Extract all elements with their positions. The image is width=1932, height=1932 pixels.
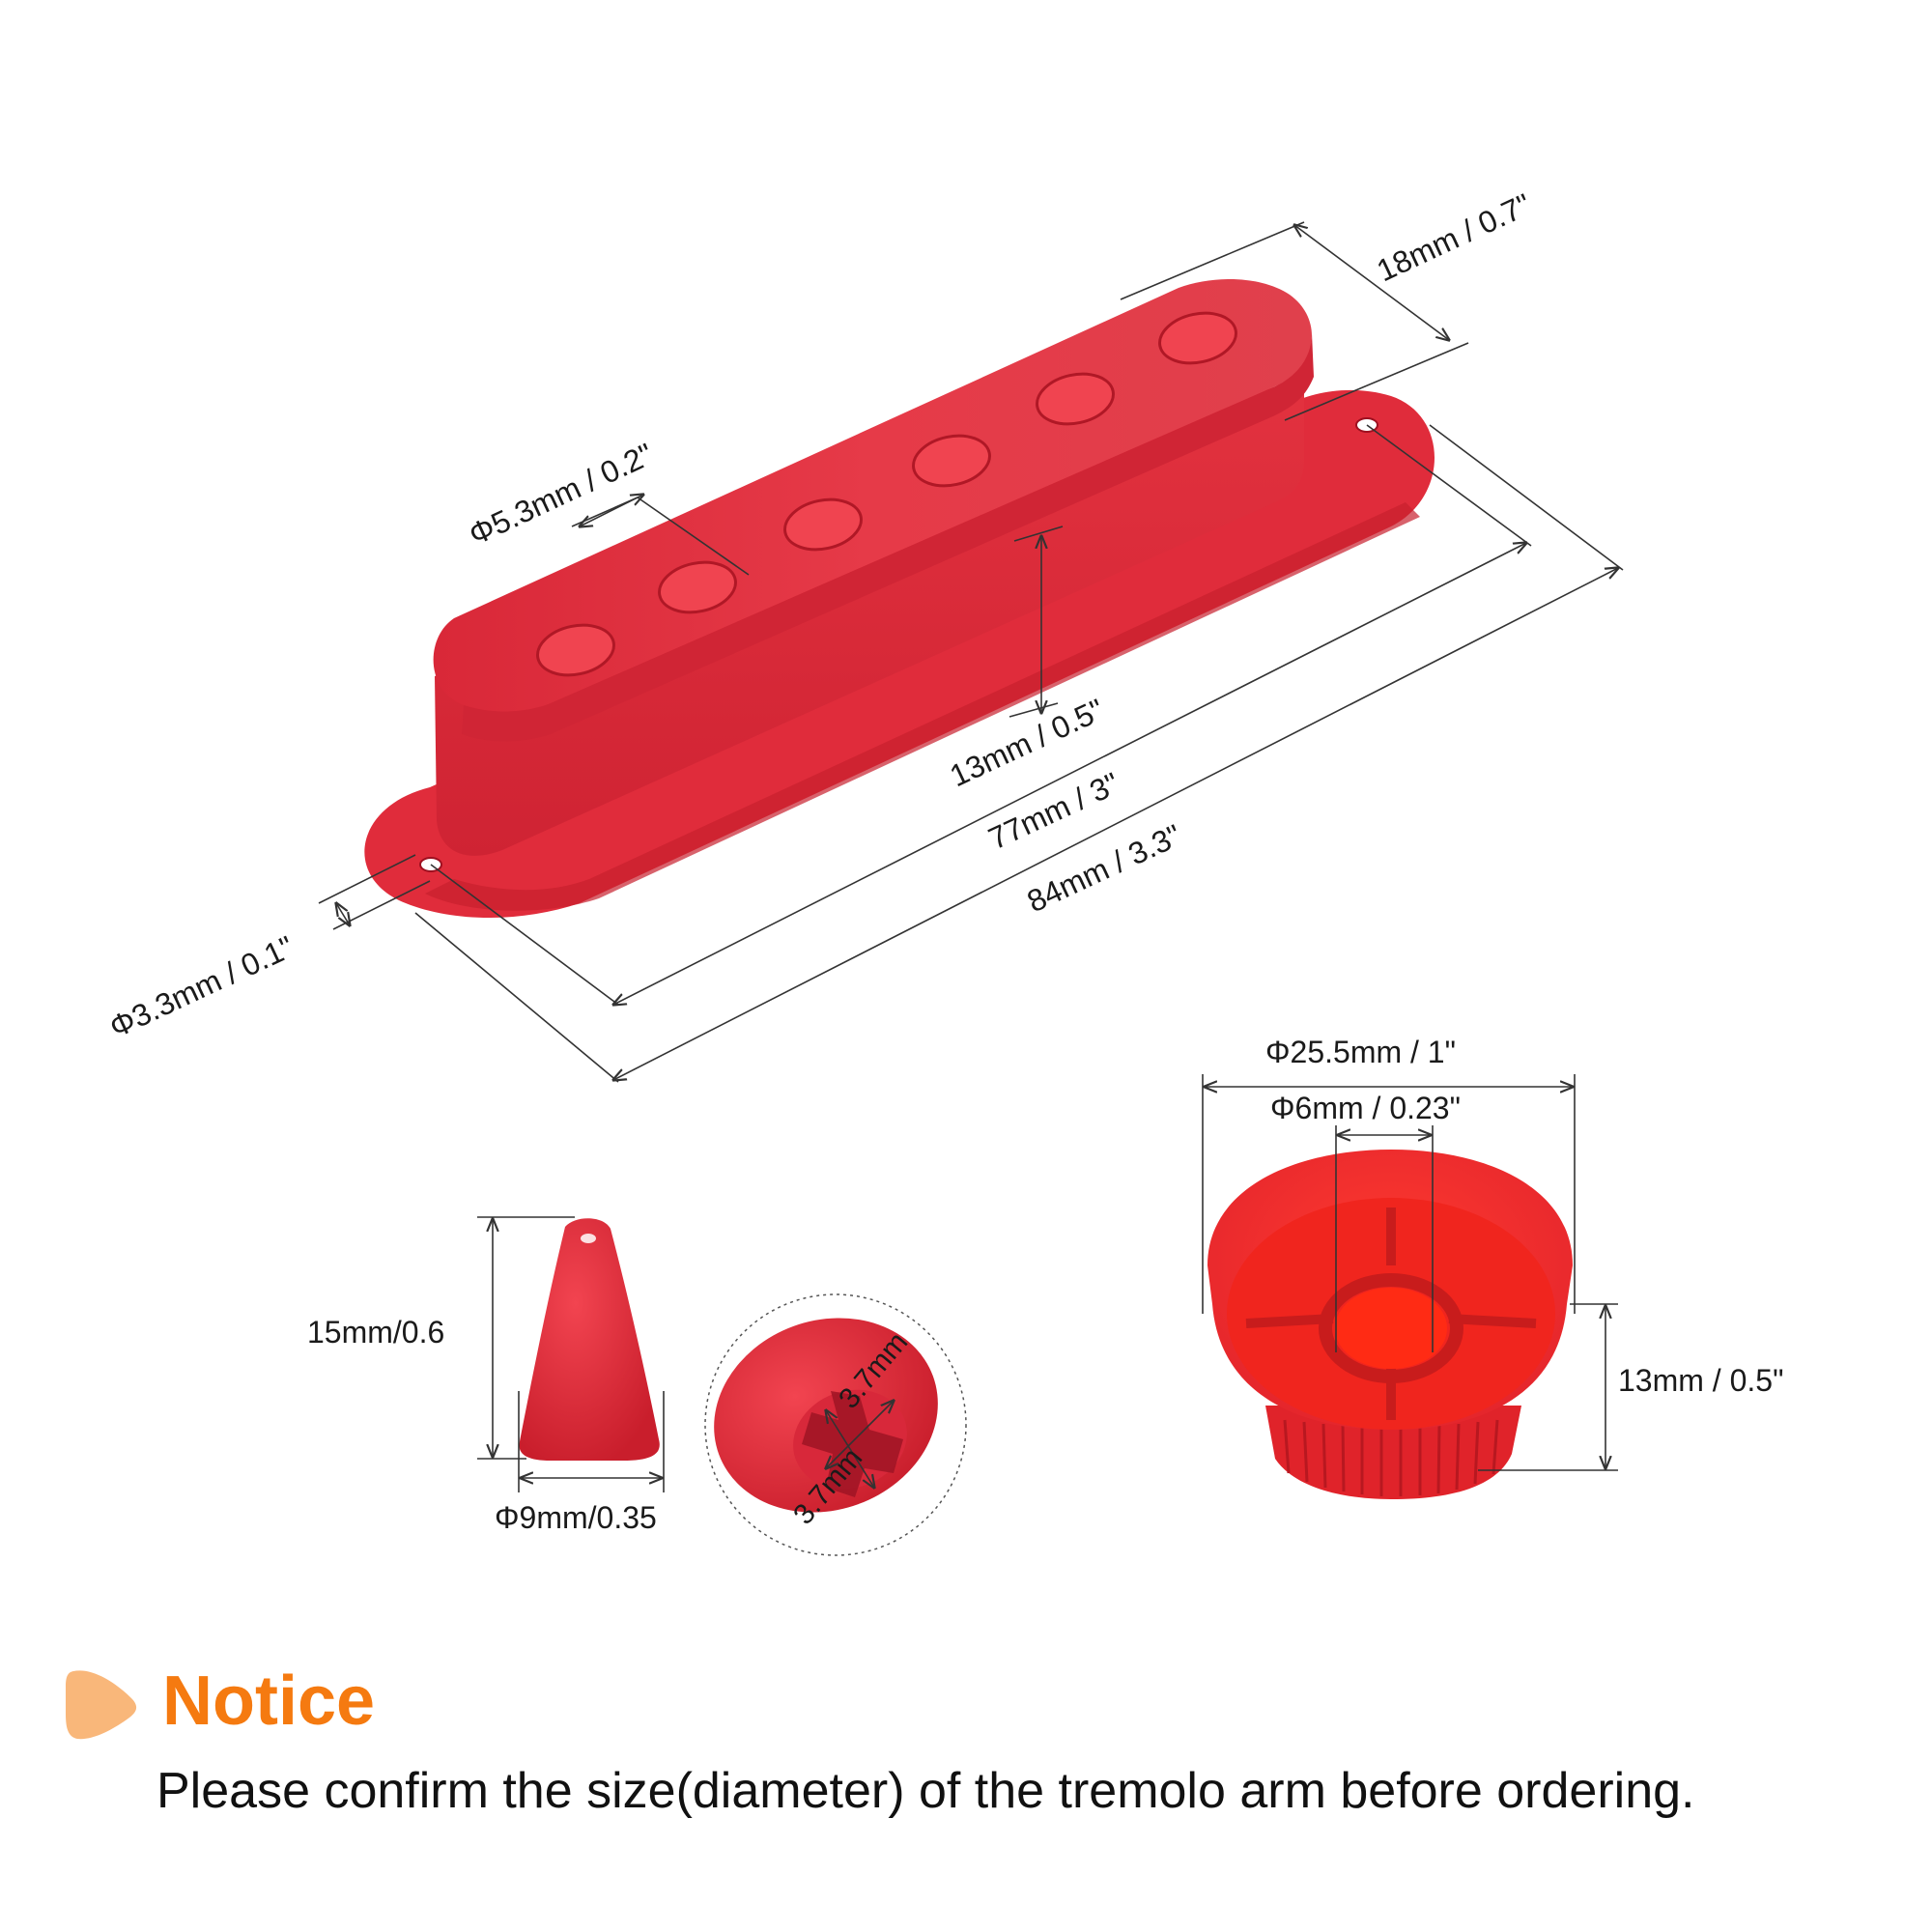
label-knob-shaft: Φ6mm / 0.23": [1270, 1091, 1461, 1125]
notice-icon: [66, 1670, 137, 1740]
switch-tip-slot-dimensions: [826, 1401, 894, 1488]
pole-hole: [1036, 372, 1115, 426]
label-hole-spacing: 77mm / 3": [983, 766, 1124, 857]
switch-tip-bottom: [704, 1293, 967, 1556]
label-mount-hole: Φ3.3mm / 0.1": [104, 929, 299, 1045]
notice-text: Please confirm the size(diameter) of the…: [156, 1763, 1695, 1819]
label-tip-height: 15mm/0.6: [307, 1315, 444, 1350]
pole-hole: [1158, 311, 1237, 365]
switch-tip-dimensions: [477, 1216, 665, 1492]
label-knob-diameter: Φ25.5mm / 1": [1265, 1035, 1456, 1069]
pole-hole: [912, 434, 991, 488]
notice-title: Notice: [162, 1662, 376, 1740]
pickup-cover: [364, 278, 1435, 918]
knob-dimensions: [1202, 1074, 1618, 1471]
control-knob: [1208, 1150, 1573, 1499]
label-pickup-width: 18mm / 0.7": [1372, 186, 1537, 288]
label-tip-diameter: Φ9mm/0.35: [495, 1500, 657, 1535]
label-knob-height: 13mm / 0.5": [1618, 1363, 1783, 1398]
switch-tip-side: [519, 1218, 660, 1461]
pickup-dimensions: [318, 221, 1624, 1083]
label-pole-hole: Φ5.3mm / 0.2": [464, 437, 659, 553]
